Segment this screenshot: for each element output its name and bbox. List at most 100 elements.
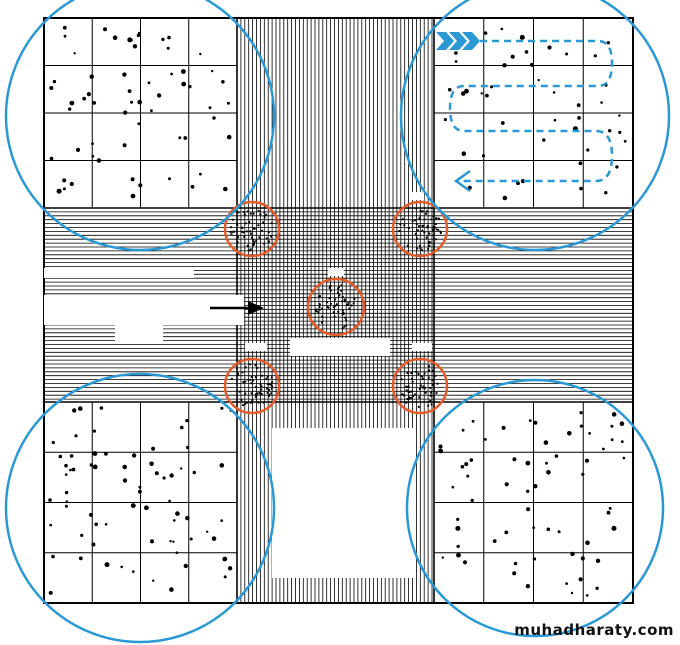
cell-dot [130, 503, 136, 508]
cell-dot [132, 570, 135, 573]
cell-dot [432, 215, 435, 218]
cell-dot [51, 440, 55, 445]
cell-dot [266, 391, 269, 394]
cell-dot [230, 226, 233, 229]
cell-dot [456, 552, 461, 558]
cell-dot [430, 403, 433, 406]
cell-dot [271, 385, 274, 388]
cell-dot [89, 512, 93, 517]
cell-dot [255, 239, 258, 242]
cell-dot [318, 303, 321, 306]
cell-dot [619, 421, 625, 427]
grid-gap [410, 192, 424, 200]
cell-dot [257, 401, 260, 404]
cell-dot [208, 106, 212, 110]
cell-dot [122, 72, 127, 77]
cell-dot [502, 195, 508, 201]
cell-dot [252, 243, 255, 246]
cell-dot [447, 87, 452, 92]
cell-dot [48, 590, 53, 595]
grid-gap [115, 320, 163, 344]
cell-dot [226, 101, 230, 105]
cell-dot [266, 383, 269, 386]
cell-dot [424, 212, 428, 215]
cell-dot [432, 234, 435, 237]
cell-dot [104, 562, 110, 568]
cell-dot [68, 107, 72, 111]
cell-dot [329, 302, 332, 305]
cell-dot [543, 440, 549, 445]
grid-gap [44, 268, 194, 278]
cell-dot [180, 467, 183, 470]
cell-dot [249, 363, 252, 366]
cell-dot [557, 530, 561, 534]
chevron-arrows-icon [449, 32, 467, 50]
cell-dot [411, 220, 414, 223]
cell-dot [154, 471, 159, 476]
cell-dot [270, 376, 273, 379]
chevron-arrows-icon [462, 32, 480, 50]
cell-dot [150, 109, 153, 113]
large-counting-circle [405, 378, 665, 638]
watermark-text: muhadharaty.com [514, 621, 674, 639]
cell-dot [147, 81, 151, 85]
cell-dot [64, 490, 69, 495]
arrow-head [248, 301, 264, 315]
cell-dot [252, 212, 255, 215]
cell-dot [341, 327, 344, 330]
cell-dot [577, 116, 581, 120]
cell-dot [606, 510, 611, 515]
cell-dot [434, 238, 437, 241]
cell-dot [254, 376, 257, 379]
cell-dot [443, 118, 447, 122]
cell-dot [604, 191, 608, 195]
cell-dot [500, 121, 505, 125]
cell-dot [260, 388, 263, 391]
cell-dot [606, 41, 610, 45]
cell-dot [263, 242, 266, 245]
cell-dot [250, 375, 253, 378]
cell-dot [341, 313, 344, 316]
cell-dot [236, 373, 240, 376]
cell-dot [526, 507, 531, 512]
cell-dot [327, 306, 330, 309]
cell-dot [242, 211, 246, 214]
cell-dot [130, 100, 134, 104]
cell-dot [270, 392, 273, 395]
cell-dot [48, 498, 52, 502]
cell-dot [417, 372, 420, 375]
large-counting-circle [399, 0, 671, 252]
cell-dot [460, 464, 465, 469]
cell-dot [341, 309, 344, 312]
cell-dot [62, 178, 67, 183]
cell-dot [248, 220, 251, 224]
cell-dot [241, 226, 244, 230]
cell-dot [144, 505, 149, 511]
cell-dot [525, 584, 531, 589]
cell-dot [58, 454, 63, 459]
cell-dot [270, 381, 274, 384]
large-counting-circle [4, 372, 276, 644]
cell-dot [334, 298, 337, 301]
cell-dot [332, 306, 335, 309]
cell-dot [610, 438, 614, 442]
cell-dot [192, 470, 196, 475]
cell-dot [62, 25, 67, 30]
grid-gap [245, 343, 267, 351]
cell-dot [243, 235, 246, 239]
cell-dot [212, 116, 216, 120]
cell-dot [407, 385, 410, 388]
cell-dot [410, 371, 413, 374]
cell-dot [532, 526, 536, 529]
cell-dot [345, 319, 348, 322]
cell-dot [398, 229, 401, 233]
cell-dot [588, 432, 591, 435]
cell-dot [168, 499, 171, 503]
cell-dot [131, 453, 137, 458]
cell-dot [123, 110, 128, 115]
cell-dot [249, 230, 252, 233]
cell-dot [585, 540, 590, 546]
cell-dot [243, 402, 247, 406]
cell-dot [417, 224, 420, 228]
